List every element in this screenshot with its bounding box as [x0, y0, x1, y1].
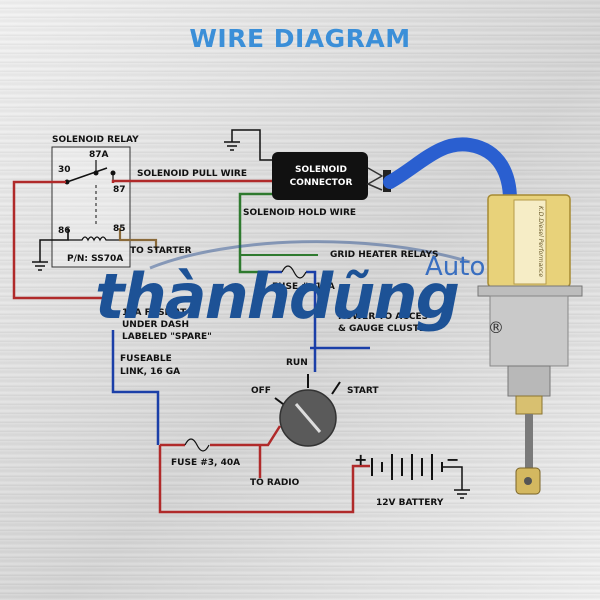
ignition-key-slot — [294, 403, 322, 433]
wire-run-blue — [306, 270, 317, 372]
watermark-brand-dark: thành — [95, 260, 291, 333]
solenoid-nut — [515, 395, 543, 415]
solenoid-flange — [477, 285, 583, 297]
fuseable-link-line1: FUSEABLE — [120, 354, 172, 364]
relay-pin-87a: 87A — [89, 150, 109, 160]
solenoid-pull-wire-label: SOLENOID PULL WIRE — [137, 169, 248, 179]
switch-start-label: START — [347, 386, 379, 396]
switch-start-tick — [331, 381, 341, 395]
fuseable-link-line2: LINK, 16 GA — [120, 367, 181, 377]
fuse-3-symbol — [184, 438, 210, 452]
solenoid-connector-box — [272, 152, 368, 200]
watermark-logo: thànhdũng — [95, 260, 460, 333]
to-starter-label: TO STARTER — [130, 246, 192, 256]
relay-pin-30: 30 — [58, 165, 71, 175]
solenoid-connector-label: SOLENOID CONNECTOR — [289, 165, 353, 188]
solenoid-eyelet-hole — [524, 477, 532, 485]
watermark-registered: ® — [488, 318, 504, 337]
watermark-auto: Auto — [425, 252, 486, 282]
switch-off-tick — [274, 397, 284, 405]
relay-part-number: P/N: SS70A — [67, 254, 124, 264]
wire-battery-red — [158, 445, 370, 514]
relay-switch-arm — [66, 167, 108, 183]
relay-pin-87: 87 — [113, 185, 126, 195]
gauge-cluster-line2: & GAUGE CLUSTER — [338, 324, 433, 334]
wire-relay-30-red — [12, 180, 110, 300]
diagram-title: WIRE DIAGRAM — [189, 24, 411, 53]
wire-fuse3-out-red — [210, 425, 282, 447]
solenoid-hold-wire-label: SOLENOID HOLD WIRE — [243, 208, 357, 218]
wire-to-starter-brown — [118, 228, 158, 250]
connector-pins — [366, 167, 384, 191]
battery-ground-icon — [454, 489, 470, 499]
switch-run-label: RUN — [286, 358, 308, 368]
battery-minus: − — [446, 450, 460, 469]
fuse-10a-label: FUSE #, 10A — [272, 282, 335, 292]
relay-ground-icon — [32, 261, 48, 271]
wire-battery-ground — [442, 466, 463, 490]
watermark-swoosh — [149, 240, 471, 270]
solenoid-label-plate — [513, 199, 547, 285]
watermark-brand-light: dũng — [288, 260, 460, 333]
relay-pin-86: 86 — [58, 226, 71, 236]
battery-symbol — [371, 454, 443, 480]
to-radio-label: TO RADIO — [250, 478, 300, 488]
relay-title: SOLENOID RELAY — [52, 135, 139, 145]
wire-connector-ground — [231, 129, 272, 161]
wire-relay-ground — [39, 228, 69, 262]
fuse-panel-line2: UNDER DASH — [122, 320, 189, 330]
battery-plus: + — [354, 450, 368, 469]
relay-pin-85: 85 — [113, 224, 126, 234]
wire-solenoid-pull-red — [111, 179, 272, 183]
connector-ground-icon — [224, 141, 240, 151]
solenoid-nose — [507, 365, 551, 397]
grid-heater-relays-label: GRID HEATER RELAYS — [330, 250, 439, 260]
fuse-3-label: FUSE #3, 40A — [171, 458, 241, 468]
gauge-cluster-line1: POWER TO ACCES — [338, 312, 429, 322]
fuse-panel-line1: 15A FUSE AT — [122, 308, 187, 318]
relay-box — [51, 146, 131, 268]
wire-hold-green — [238, 192, 277, 274]
switch-off-label: OFF — [251, 386, 271, 396]
fuse-panel-line3: LABELED "SPARE" — [122, 332, 212, 342]
solenoid-hose — [383, 137, 517, 207]
wire-fuseable-link-blue — [111, 330, 160, 445]
relay-coil — [68, 236, 120, 242]
fuse-10a-symbol — [281, 265, 307, 279]
solenoid-can — [489, 295, 569, 367]
battery-label: 12V BATTERY — [376, 498, 444, 508]
solenoid-plunger — [525, 414, 533, 470]
solenoid-brand-text: K.D.Diesel Performance — [537, 205, 545, 278]
